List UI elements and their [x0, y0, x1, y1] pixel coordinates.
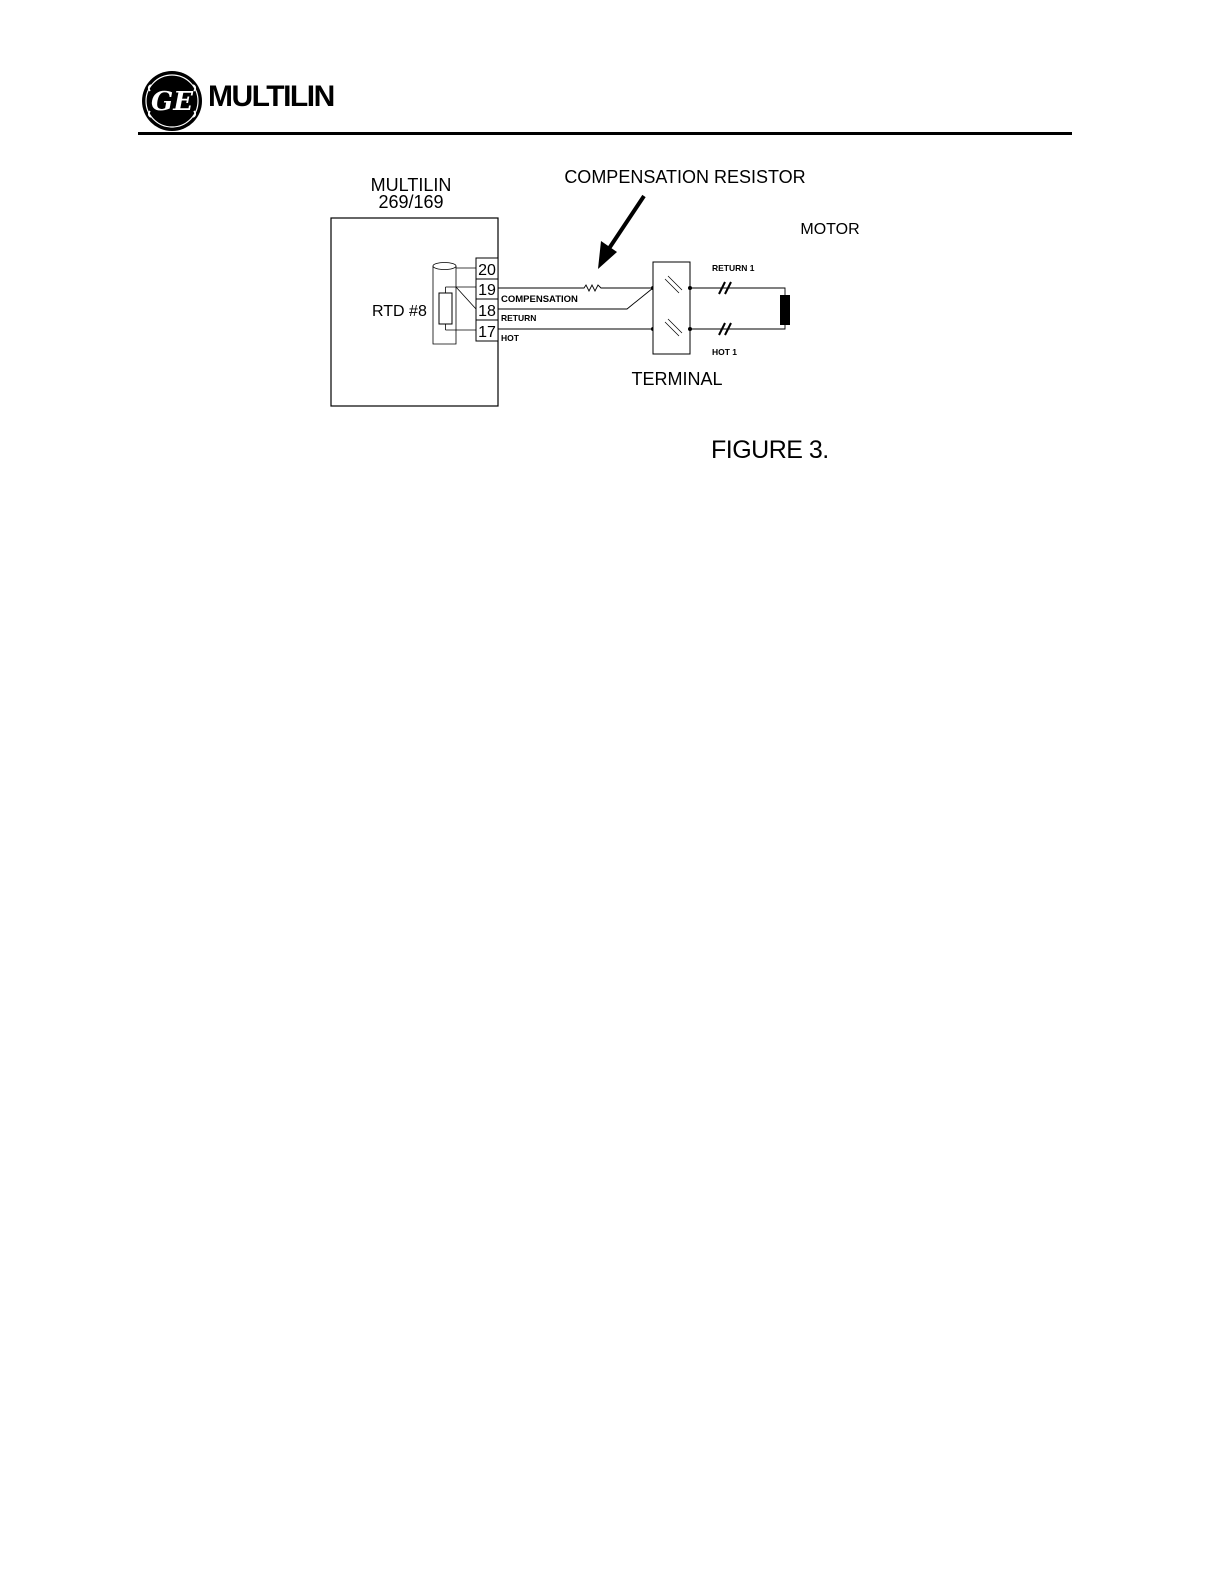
compensation-wire-label: COMPENSATION — [501, 294, 578, 305]
field-wiring: COMPENSATION RETURN HOT COMPENSATION RES… — [498, 167, 806, 343]
device-model-label: 269/169 — [378, 192, 443, 212]
junction-terminal: TERMINAL — [631, 262, 722, 389]
compensation-resistor-label: COMPENSATION RESISTOR — [564, 167, 805, 187]
terminal-20: 20 — [478, 262, 496, 279]
relay-device: MULTILIN 269/169 RTD #8 20 19 18 17 — [331, 175, 498, 406]
hot-wire-label: HOT — [501, 333, 520, 343]
terminal-18: 18 — [478, 303, 496, 320]
motor-rtd-element — [780, 295, 790, 325]
wire-break-icon — [719, 282, 731, 335]
rtd-wiring-diagram: MULTILIN 269/169 RTD #8 20 19 18 17 — [0, 0, 1224, 520]
terminal-17: 17 — [478, 324, 496, 341]
compensation-wire — [498, 285, 653, 291]
motor-hot-wire — [690, 323, 785, 329]
motor: MOTOR RETURN 1 HOT 1 — [690, 221, 860, 357]
motor-return-wire — [690, 288, 785, 296]
terminal-19: 19 — [478, 282, 496, 299]
callout-arrow-icon — [598, 196, 644, 269]
rtd-resistor-element — [439, 293, 452, 324]
terminal-strip: 20 19 18 17 — [476, 258, 498, 341]
hot-1-label: HOT 1 — [712, 347, 737, 357]
return-wire-label: RETURN — [501, 313, 536, 323]
figure-caption: FIGURE 3. — [711, 436, 829, 464]
rtd-label: RTD #8 — [372, 303, 427, 320]
return-1-label: RETURN 1 — [712, 263, 755, 273]
rtd-sensor — [433, 263, 476, 345]
terminal-label: TERMINAL — [631, 369, 722, 389]
motor-label: MOTOR — [800, 221, 859, 238]
